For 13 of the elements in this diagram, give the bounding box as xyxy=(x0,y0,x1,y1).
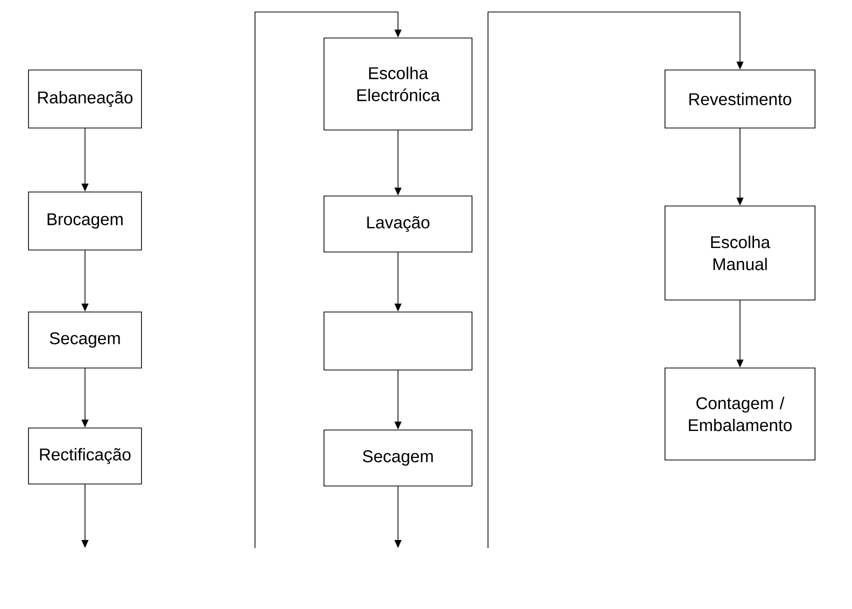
process-box: Lavação xyxy=(324,196,472,252)
process-box: Escolha Manual xyxy=(664,206,816,300)
process-box: Rectificação xyxy=(28,428,142,484)
empty-box xyxy=(324,312,472,370)
process-box: Secagem xyxy=(28,312,142,368)
process-box: Revestimento xyxy=(664,70,816,128)
arrow xyxy=(488,12,744,548)
process-box: Secagem xyxy=(324,430,472,486)
process-box: Contagem / Embalamento xyxy=(664,368,816,460)
process-box: Brocagem xyxy=(28,192,142,250)
process-box: Escolha Electrónica xyxy=(324,38,472,130)
process-box: Rabaneação xyxy=(28,70,142,128)
arrow xyxy=(254,12,402,548)
